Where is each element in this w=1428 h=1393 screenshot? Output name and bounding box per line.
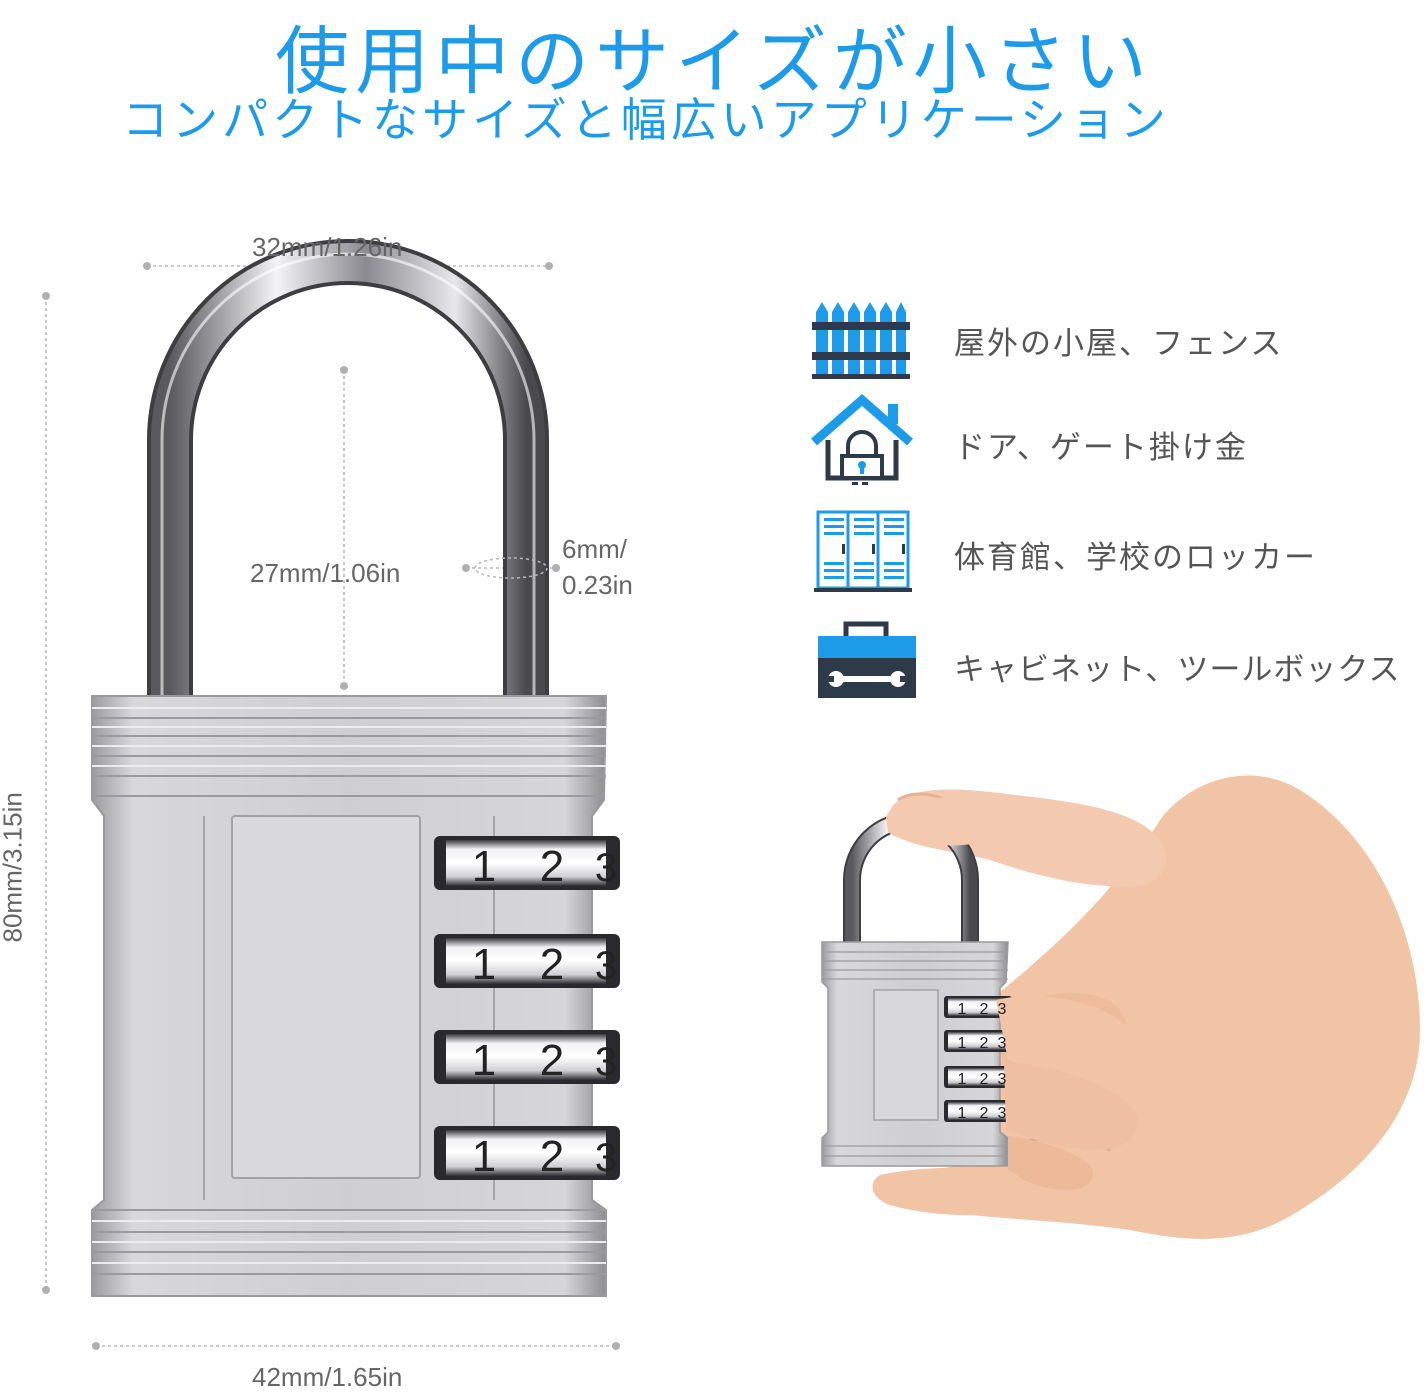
dial-digit: 2 (540, 1132, 564, 1181)
bottom-width-label: 42mm/1.65in (252, 1362, 403, 1392)
dial-digit: 1 (472, 1132, 496, 1181)
dial-digit: 2 (980, 1105, 989, 1122)
shackle-height-label: 27mm/1.06in (250, 558, 401, 588)
use-label-toolbox: キャビネット、ツールボックス (954, 652, 1401, 688)
top-width-label: 32mm/1.26in (252, 232, 403, 262)
use-label-door: ドア、ゲート掛け金 (954, 430, 1248, 466)
dial-row[interactable]: 1 2 3 (434, 836, 620, 891)
locker-icon (814, 510, 912, 592)
dial-digit: 3 (998, 1105, 1007, 1122)
dial-digit: 2 (980, 1035, 989, 1052)
dial-digit: 3 (595, 846, 617, 890)
use-label-locker: 体育館、学校のロッカー (954, 540, 1317, 576)
page-subtitle: コンパクトなサイズと幅広いアプリケーション (122, 93, 1170, 147)
use-label-fence: 屋外の小屋、フェンス (954, 326, 1284, 362)
dial-digit: 2 (980, 1001, 989, 1018)
dial-row[interactable]: 1 2 3 (434, 1126, 620, 1181)
dial-digit: 1 (958, 1105, 967, 1122)
dial-digit: 3 (998, 1071, 1007, 1088)
dial-digit: 1 (958, 1001, 967, 1018)
fence-icon (812, 302, 910, 379)
house-lock-icon (811, 394, 913, 485)
dial-row[interactable]: 1 2 3 (434, 1030, 620, 1085)
dial-digit: 1 (472, 1036, 496, 1085)
dial-row[interactable]: 1 2 3 (434, 934, 620, 989)
dial-digit: 1 (472, 940, 496, 989)
dial-digit: 3 (998, 1001, 1007, 1018)
dial-digit: 2 (540, 940, 564, 989)
dial-digit: 2 (540, 1036, 564, 1085)
shackle-diameter-label-2: 0.23in (562, 570, 633, 600)
dial-digit: 2 (540, 842, 564, 891)
hand-holding-padlock (821, 775, 1420, 1239)
dial-digit: 1 (958, 1035, 967, 1052)
dial-digit: 1 (472, 842, 496, 891)
dial-digit: 3 (595, 944, 617, 988)
dial-digit: 3 (595, 1136, 617, 1180)
dial-digit: 3 (998, 1035, 1007, 1052)
toolbox-icon (818, 621, 916, 698)
shackle-diameter-label-1: 6mm/ (562, 534, 627, 564)
height-label: 80mm/3.15in (0, 792, 28, 943)
page-title: 使用中のサイズが小さい (275, 19, 1153, 105)
dial-digit: 2 (980, 1071, 989, 1088)
dial-digit: 1 (958, 1071, 967, 1088)
dial-digit: 3 (595, 1040, 617, 1084)
